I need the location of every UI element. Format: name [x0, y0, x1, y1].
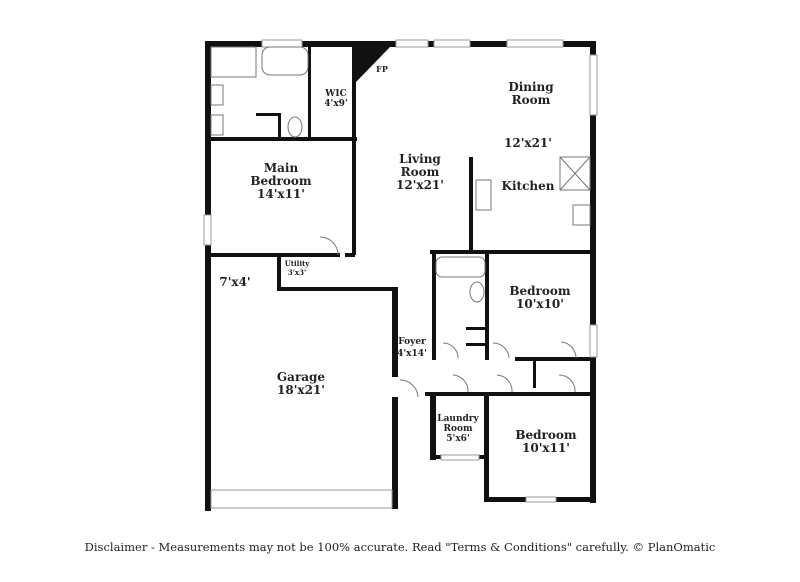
- laundry-room-label-1: Laundry: [437, 414, 479, 424]
- disclaimer-text: Disclaimer - Measurements may not be 100…: [84, 540, 716, 554]
- storage-size: 7'x4': [219, 275, 250, 289]
- wic-label: WIC: [324, 89, 346, 99]
- main-bedroom-label-2: Bedroom: [250, 174, 311, 188]
- room-labels: WIC 4'x9' FP Dining Room 12'x21' Living …: [219, 64, 576, 455]
- garage-label: Garage: [277, 370, 326, 384]
- bedroom-2-label: Bedroom: [515, 428, 576, 442]
- bedroom-2-size: 10'x11': [522, 441, 570, 455]
- garage-size: 18'x21': [277, 383, 325, 397]
- bedroom-1-size: 10'x10': [516, 297, 564, 311]
- main-bedroom-label-1: Main: [264, 161, 299, 175]
- dining-room-label-2: Room: [512, 93, 551, 107]
- dining-room-size: 12'x21': [504, 136, 552, 150]
- foyer-label: Foyer: [398, 337, 426, 347]
- utility-label: Utility: [285, 259, 311, 268]
- bedroom-1-label: Bedroom: [509, 284, 570, 298]
- windows: [203, 39, 598, 509]
- foyer-size: 4'x14': [397, 349, 427, 359]
- laundry-room-label-2: Room: [443, 424, 472, 434]
- wic-size: 4'x9': [324, 99, 347, 109]
- living-room-label-2: Room: [401, 165, 440, 179]
- laundry-room-size: 5'x6': [446, 434, 469, 444]
- main-bedroom-size: 14'x11': [257, 187, 305, 201]
- fireplace-label: FP: [376, 64, 388, 74]
- living-room-size: 12'x21': [396, 178, 444, 192]
- utility-size: 3'x3': [288, 268, 306, 277]
- fixtures: [210, 46, 591, 398]
- living-room-label-1: Living: [399, 152, 441, 166]
- kitchen-label: Kitchen: [502, 179, 555, 193]
- dining-room-label-1: Dining: [508, 80, 554, 94]
